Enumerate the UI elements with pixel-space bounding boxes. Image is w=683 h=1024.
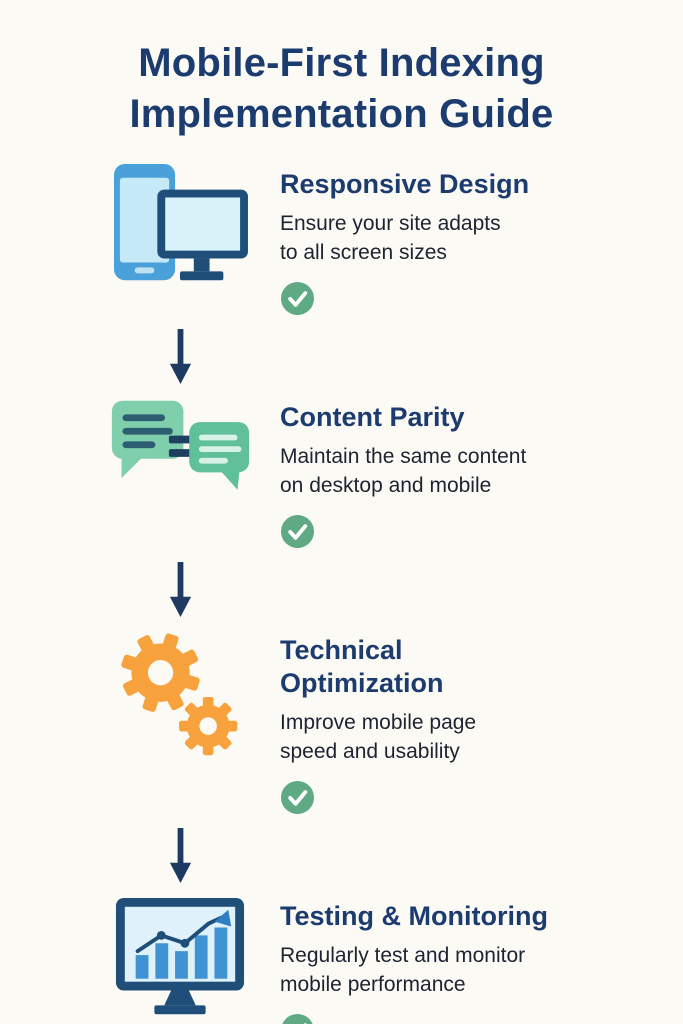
step-title: Testing & Monitoring <box>280 900 548 931</box>
steps-list: Responsive Design Ensure your site adapt… <box>0 162 683 1024</box>
down-arrow-icon <box>80 820 280 894</box>
chat-bubbles-icon <box>80 395 280 554</box>
down-arrow-icon <box>80 554 280 628</box>
check-icon <box>280 1013 640 1024</box>
step-testing-monitoring: Testing & Monitoring Regularly test and … <box>80 894 683 1024</box>
page-title: Mobile-First Indexing Implementation Gui… <box>129 41 554 137</box>
step-description: Improve mobile page speed and usability <box>280 711 477 763</box>
down-arrow-icon <box>80 321 280 395</box>
step-title: Technical Optimization <box>280 635 444 699</box>
gears-icon <box>80 628 280 820</box>
step-title: Responsive Design <box>280 169 530 200</box>
step-text: Content Parity Maintain the same content… <box>280 395 640 554</box>
check-icon <box>280 514 640 554</box>
step-content-parity: Content Parity Maintain the same content… <box>80 395 683 554</box>
responsive-devices-icon <box>80 162 280 321</box>
step-description: Maintain the same content on desktop and… <box>280 445 527 498</box>
step-responsive-design: Responsive Design Ensure your site adapt… <box>80 162 683 321</box>
check-icon <box>280 780 640 820</box>
check-icon <box>280 281 640 321</box>
step-description: Ensure your site adapts to all screen si… <box>280 212 501 265</box>
step-technical-optimization: Technical Optimization Improve mobile pa… <box>80 628 683 820</box>
step-text: Responsive Design Ensure your site adapt… <box>280 162 640 321</box>
step-text: Technical Optimization Improve mobile pa… <box>280 628 640 820</box>
step-description: Regularly test and monitor mobile perfor… <box>280 943 526 996</box>
monitor-chart-icon <box>80 894 280 1024</box>
step-title: Content Parity <box>280 402 465 433</box>
step-text: Testing & Monitoring Regularly test and … <box>280 894 640 1024</box>
